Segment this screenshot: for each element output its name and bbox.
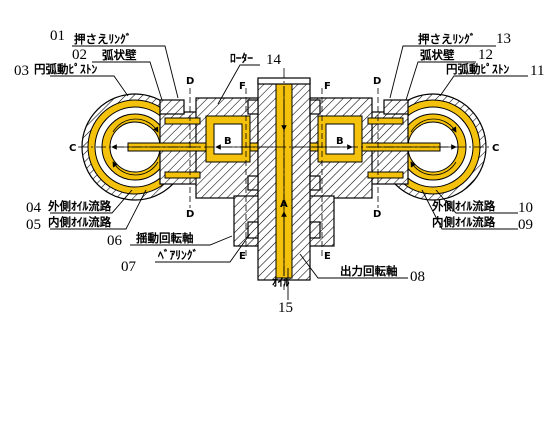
num-08: 08: [410, 269, 425, 285]
num-01: 01: [50, 28, 65, 44]
mark-f-left: F: [239, 81, 246, 92]
num-05: 05: [26, 217, 41, 233]
label-output-shaft: 出力回転軸: [340, 264, 398, 278]
section-lines: [78, 68, 490, 290]
reference-numbers: 01 02 03 04 05 06 07 08 09 10 11 12 13 1…: [14, 28, 544, 316]
label-inner-oil-right: 内側ｵｲﾙ流路: [432, 215, 496, 229]
num-12: 12: [478, 47, 493, 63]
num-11: 11: [530, 63, 544, 79]
mark-c-left: C: [69, 143, 76, 154]
label-arc-wall-left: 弧状壁: [102, 48, 137, 62]
label-pressing-ring-left: 押さえﾘﾝｸﾞ: [74, 32, 132, 46]
num-03: 03: [14, 63, 29, 79]
mark-f-right: F: [324, 81, 331, 92]
num-06: 06: [107, 233, 123, 249]
num-02: 02: [72, 47, 87, 63]
component-labels: 押さえﾘﾝｸﾞ 弧状壁 円弧動ﾋﾟｽﾄﾝ 外側ｵｲﾙ流路 内側ｵｲﾙ流路 揺動回…: [34, 32, 509, 289]
label-pressing-ring-right: 押さえﾘﾝｸﾞ: [418, 32, 476, 46]
mark-b-left: B: [224, 136, 232, 147]
leader-lines: [50, 45, 528, 300]
mark-c-right: C: [492, 143, 499, 154]
mark-d-top-left: D: [186, 76, 194, 87]
num-04: 04: [26, 200, 42, 216]
num-10: 10: [518, 200, 533, 216]
label-rotor: ﾛｰﾀｰ: [230, 51, 253, 65]
num-09: 09: [518, 217, 533, 233]
label-outer-oil-left: 外側ｵｲﾙ流路: [47, 199, 112, 213]
label-bearing: ﾍﾞｱﾘﾝｸﾞ: [157, 248, 198, 262]
num-07: 07: [121, 259, 137, 275]
label-arc-piston-right: 円弧動ﾋﾟｽﾄﾝ: [446, 62, 509, 76]
mark-d-bot-right: D: [373, 209, 381, 220]
mark-d-bot-left: D: [186, 209, 194, 220]
section-letters: A B B C C D D D D F F E E: [69, 76, 499, 262]
label-inner-oil-left: 内側ｵｲﾙ流路: [48, 215, 112, 229]
label-arc-wall-right: 弧状壁: [420, 48, 455, 62]
mark-e-right: E: [324, 251, 331, 262]
label-arc-piston-left: 円弧動ﾋﾟｽﾄﾝ: [34, 62, 97, 76]
mark-b-right: B: [336, 136, 344, 147]
label-outer-oil-right: 外側ｵｲﾙ流路: [431, 199, 496, 213]
mark-e-left: E: [239, 251, 246, 262]
label-oil: ｵｲﾙ: [272, 275, 289, 289]
mark-d-top-right: D: [373, 76, 381, 87]
num-14: 14: [266, 52, 282, 68]
num-13: 13: [496, 31, 511, 47]
label-swing-shaft: 揺動回転軸: [136, 231, 194, 245]
num-15: 15: [278, 300, 293, 316]
mark-a: A: [280, 199, 288, 210]
